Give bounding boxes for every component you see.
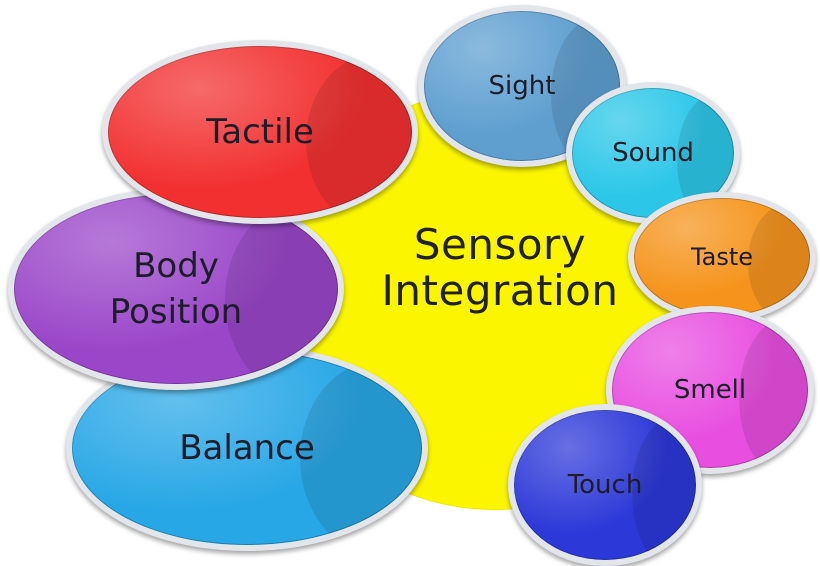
bubble-tactile[interactable]: Tactile — [102, 40, 418, 224]
bubble-smell-label: Smell — [673, 375, 747, 405]
bubble-body-position-line2: Position — [109, 292, 243, 332]
bubble-body-position-label: Body Position — [14, 243, 338, 335]
bubble-touch-label: Touch — [567, 470, 643, 500]
center-title: Sensory Integration — [350, 222, 650, 314]
bubble-touch[interactable]: Touch — [508, 404, 702, 566]
bubble-body-position[interactable]: Body Position — [8, 188, 344, 390]
bubble-taste-label: Taste — [690, 243, 754, 271]
center-title-line1: Sensory — [413, 220, 587, 269]
bubble-body-position-line1: Body — [133, 246, 219, 286]
bubble-balance-label: Balance — [179, 428, 315, 468]
bubble-sight-label: Sight — [488, 71, 556, 101]
center-title-line2: Integration — [381, 266, 619, 315]
bubble-sound-label: Sound — [612, 138, 694, 168]
bubble-tactile-label: Tactile — [206, 112, 314, 152]
bubble-taste[interactable]: Taste — [628, 192, 816, 322]
